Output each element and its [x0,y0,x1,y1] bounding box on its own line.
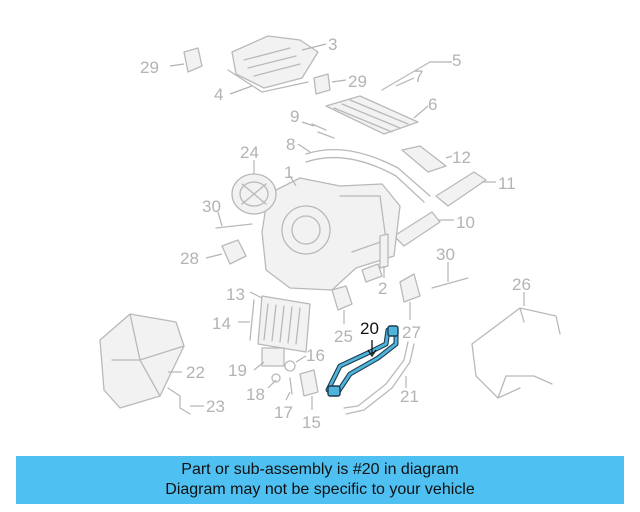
part-20-ac-line-highlighted[interactable] [325,325,399,397]
callout-12: 12 [452,148,471,167]
part-12-filter [401,145,453,173]
part-24-blower-motor [231,160,277,215]
callout-9: 9 [290,107,299,126]
part-25-sensor [331,285,353,324]
callout-19: 19 [228,361,247,380]
callout-18: 18 [246,385,265,404]
part-19-valve [253,347,285,371]
part-1-main-case [261,175,401,291]
part-14-seal [238,299,255,341]
part-15-bracket [299,369,319,410]
callout-23: 23 [206,397,225,416]
part-27-connector [399,273,421,320]
part-30-rod-right [431,262,469,289]
banner-line-1: Part or sub-assembly is #20 in diagram [181,461,459,478]
part-18-screw [267,373,281,389]
callout-27: 27 [402,323,421,342]
part-23-clip [167,387,204,415]
callout-5: 5 [452,51,461,70]
callout-4: 4 [214,85,223,104]
callout-25: 25 [334,327,353,346]
part-2-duct [361,233,389,283]
callout-11: 11 [498,174,516,193]
callout-14: 14 [212,314,231,333]
callout-29-left: 29 [140,58,159,77]
part-3-upper-case [231,35,327,89]
callout-26: 26 [512,275,531,294]
part-21-hose [343,341,415,415]
part-16-oring [284,355,307,372]
callout-30-left: 30 [202,197,221,216]
part-10-actuator [393,211,454,247]
banner-line-2: Diagram may not be specific to your vehi… [165,481,475,498]
callout-30-right: 30 [436,245,455,264]
part-29-clip-right [313,73,347,95]
part-11-door [435,171,496,207]
part-22-lower-case [99,313,185,409]
callout-20-highlighted: 20 [360,319,379,338]
part-26-wiring-harness [471,292,561,399]
callout-7: 7 [414,67,423,86]
callout-17: 17 [274,403,293,422]
callout-6: 6 [428,95,437,114]
callout-1: 1 [284,163,293,182]
callout-10: 10 [456,213,475,232]
part-17-bolt [285,377,293,401]
part-9-screws [301,121,335,139]
part-29-clip-left [169,47,203,73]
callout-22: 22 [186,363,205,382]
callout-28: 28 [180,249,199,268]
callout-16: 16 [306,346,325,365]
callout-24: 24 [240,143,259,162]
part-30-rod-left [215,211,253,229]
part-6-heater-core [325,95,429,135]
callout-29-right: 29 [348,72,367,91]
part-28-bracket [205,239,247,265]
callout-21: 21 [400,387,419,406]
part-8-hose [297,143,431,203]
part-7-pipe [381,61,431,91]
part-4-seal [227,69,309,95]
callout-13: 13 [226,285,245,304]
callout-2: 2 [378,279,387,298]
part-13-evaporator [249,291,311,353]
callout-3: 3 [328,35,337,54]
info-banner: Part or sub-assembly is #20 in diagram D… [16,456,624,504]
callout-8: 8 [286,135,295,154]
callout-15: 15 [302,413,321,432]
